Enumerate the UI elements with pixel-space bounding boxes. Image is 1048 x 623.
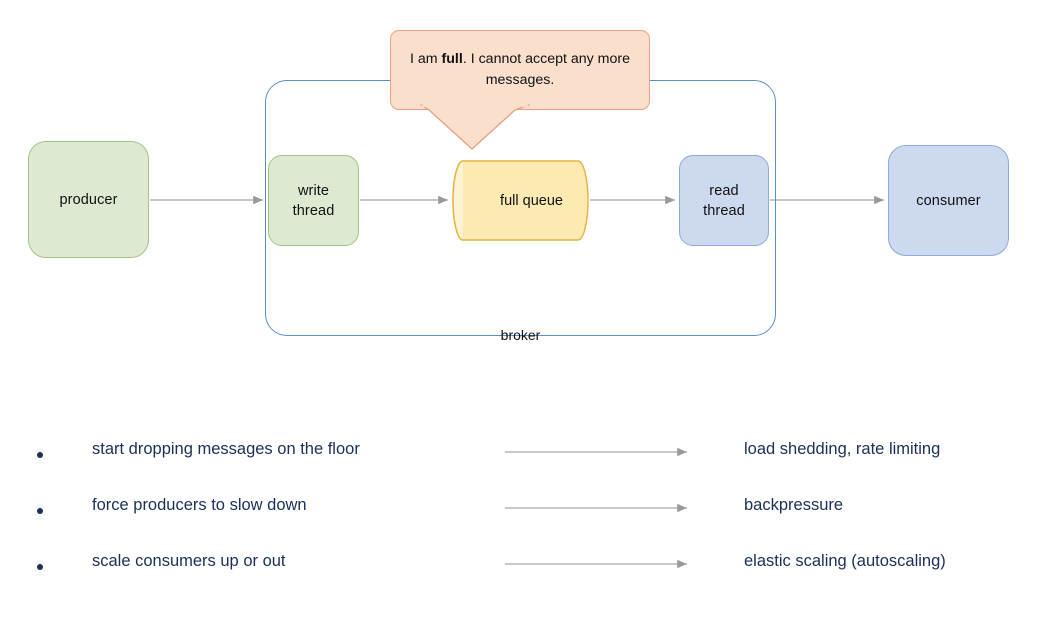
strategy-result: backpressure bbox=[744, 496, 844, 514]
speech-text-before: I am bbox=[409, 51, 442, 68]
strategy-result: load shedding, rate limiting bbox=[744, 440, 941, 458]
cylinder-shape bbox=[452, 160, 589, 241]
read-thread-node[interactable]: read thread bbox=[679, 155, 769, 246]
list-item: force producers to slow down backpressur… bbox=[0, 486, 1048, 542]
speech-bubble-tail bbox=[420, 104, 530, 150]
full-queue-node[interactable]: full queue bbox=[452, 160, 589, 241]
strategy-arrow-icon bbox=[505, 503, 687, 513]
write-thread-node[interactable]: write thread bbox=[268, 155, 359, 246]
strategy-arrow-icon bbox=[505, 447, 687, 457]
strategy-arrow-icon bbox=[505, 559, 687, 569]
speech-text-emphasis: full bbox=[441, 51, 463, 68]
speech-bubble: I am full. I cannot accept any more mess… bbox=[390, 30, 650, 110]
strategy-action: force producers to slow down bbox=[92, 496, 307, 514]
producer-label: producer bbox=[59, 191, 118, 208]
write-thread-label-line1: write bbox=[297, 182, 330, 199]
list-item: scale consumers up or out elastic scalin… bbox=[0, 542, 1048, 598]
write-thread-label-line2: thread bbox=[292, 202, 335, 219]
bullet-dot-icon bbox=[37, 564, 43, 570]
broker-label: broker bbox=[500, 327, 541, 343]
bullet-dot-icon bbox=[37, 452, 43, 458]
queue-label-line2: queue bbox=[522, 192, 563, 209]
bullet-dot-icon bbox=[37, 508, 43, 514]
consumer-node[interactable]: consumer bbox=[888, 145, 1009, 256]
consumer-label: consumer bbox=[916, 192, 981, 209]
diagram-connectors bbox=[150, 195, 884, 205]
read-thread-label-line2: thread bbox=[703, 202, 745, 219]
strategy-action: scale consumers up or out bbox=[92, 552, 286, 570]
read-thread-label-line1: read bbox=[709, 182, 739, 199]
strategy-result: elastic scaling (autoscaling) bbox=[744, 552, 946, 570]
strategy-action: start dropping messages on the floor bbox=[92, 440, 360, 458]
list-item: start dropping messages on the floor loa… bbox=[0, 430, 1048, 486]
full-queue-label: full queue bbox=[474, 160, 589, 241]
speech-text-after: . I cannot accept any more messages. bbox=[462, 51, 631, 88]
queue-label-line1: full bbox=[500, 192, 519, 209]
producer-node[interactable]: producer bbox=[28, 141, 149, 258]
